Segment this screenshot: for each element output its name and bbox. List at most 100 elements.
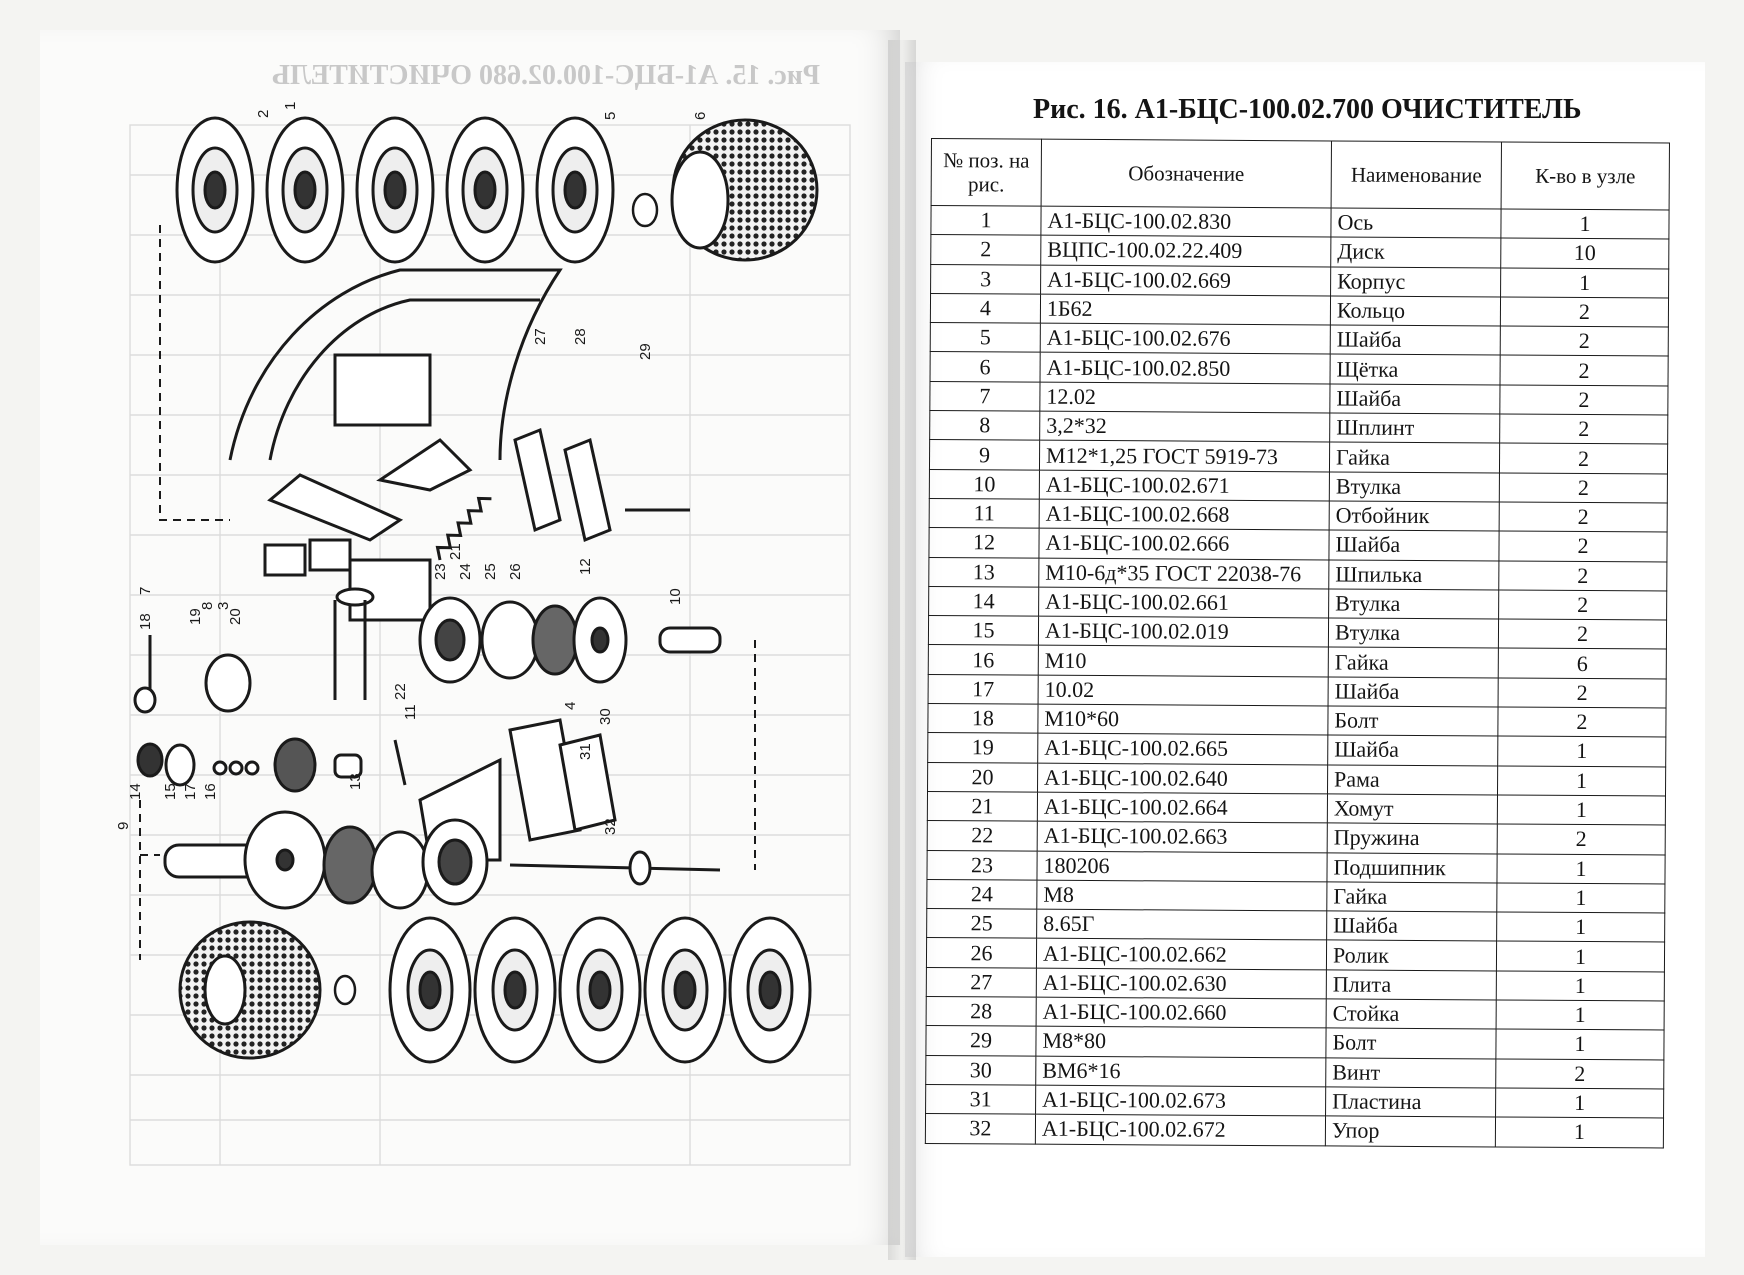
callout-label: 9 bbox=[115, 822, 132, 830]
name-cell: Подшипник bbox=[1326, 852, 1498, 883]
quantity-cell: 1 bbox=[1496, 853, 1666, 884]
callout-label: 25 bbox=[482, 563, 499, 580]
name-cell: Шайба bbox=[1329, 383, 1501, 415]
quantity-cell: 1 bbox=[1496, 970, 1665, 1002]
position-cell: 3 bbox=[930, 264, 1041, 295]
name-cell: Болт bbox=[1325, 1028, 1497, 1059]
designation-cell: М10-6д*35 ГОСТ 22038-76 bbox=[1038, 557, 1329, 589]
quantity-cell: 2 bbox=[1499, 472, 1668, 503]
position-cell: 8 bbox=[929, 410, 1040, 441]
quantity-cell: 2 bbox=[1498, 619, 1667, 650]
header-position: № поз. на рис. bbox=[931, 138, 1042, 207]
position-cell: 5 bbox=[930, 322, 1041, 353]
callout-label: 19 bbox=[187, 608, 204, 625]
callout-label: 30 bbox=[597, 708, 614, 725]
callout-label: 1 bbox=[282, 102, 299, 110]
quantity-cell: 1 bbox=[1497, 736, 1666, 767]
callout-label: 6 bbox=[692, 112, 709, 120]
designation-cell: А1-БЦС-100.02.669 bbox=[1040, 264, 1331, 296]
name-cell: Упор bbox=[1325, 1116, 1496, 1147]
name-cell: Болт bbox=[1327, 705, 1499, 737]
name-cell: Втулка bbox=[1328, 588, 1499, 620]
frame bbox=[204, 538, 432, 713]
quantity-cell: 2 bbox=[1498, 531, 1668, 562]
callout-label: 11 bbox=[402, 704, 419, 720]
callout-label: 2 bbox=[255, 110, 272, 118]
position-cell: 7 bbox=[929, 381, 1041, 412]
name-cell: Гайка bbox=[1329, 442, 1500, 473]
designation-cell: 3,2*32 bbox=[1039, 411, 1330, 443]
designation-cell: А1-БЦС-100.02.668 bbox=[1039, 499, 1330, 531]
quantity-cell: 1 bbox=[1500, 208, 1670, 240]
quantity-cell: 2 bbox=[1500, 296, 1669, 328]
callout-label: 32 bbox=[602, 818, 619, 835]
callout-label: 23 bbox=[432, 563, 449, 580]
designation-cell: А1-БЦС-100.02.661 bbox=[1038, 587, 1329, 619]
designation-cell: А1-БЦС-100.02.640 bbox=[1037, 762, 1328, 794]
designation-cell: А1-БЦС-100.02.666 bbox=[1038, 528, 1330, 560]
position-cell: 26 bbox=[926, 937, 1037, 968]
quantity-cell: 1 bbox=[1497, 794, 1666, 826]
name-cell: Диск bbox=[1330, 237, 1501, 268]
callout-label: 24 bbox=[457, 563, 474, 580]
name-cell: Втулка bbox=[1329, 471, 1500, 502]
callout-label: 15 bbox=[162, 783, 179, 800]
top-brush-hub bbox=[670, 150, 730, 250]
position-cell: 4 bbox=[930, 293, 1041, 324]
callout-label: 12 bbox=[577, 558, 594, 575]
callout-label: 4 bbox=[562, 702, 579, 710]
quantity-cell: 10 bbox=[1500, 238, 1669, 269]
callout-label: 13 bbox=[347, 773, 364, 790]
name-cell: Шайба bbox=[1328, 530, 1500, 561]
quantity-cell: 2 bbox=[1499, 443, 1668, 474]
designation-cell: М10 bbox=[1038, 645, 1329, 677]
parts-table: № поз. на рис. Обозначение Наименование … bbox=[925, 138, 1670, 1148]
designation-cell: А1-БЦС-100.02.850 bbox=[1040, 352, 1331, 384]
page-title: Рис. 16. А1-БЦС-100.02.700 ОЧИСТИТЕЛЬ bbox=[1033, 94, 1582, 125]
position-cell: 28 bbox=[926, 996, 1037, 1027]
name-cell: Кольцо bbox=[1330, 295, 1501, 327]
name-cell: Ролик bbox=[1326, 940, 1497, 971]
callout-label: 20 bbox=[227, 608, 244, 625]
quantity-cell: 6 bbox=[1498, 648, 1667, 679]
designation-cell: А1-БЦС-100.02.660 bbox=[1036, 997, 1327, 1029]
quantity-cell: 2 bbox=[1500, 326, 1669, 357]
designation-cell: 1Б62 bbox=[1040, 294, 1331, 326]
designation-cell: А1-БЦС-100.02.671 bbox=[1039, 469, 1330, 501]
position-cell: 1 bbox=[930, 205, 1042, 236]
name-cell: Пластина bbox=[1325, 1086, 1496, 1118]
callout-label: 8 bbox=[199, 602, 216, 610]
header-designation: Обозначение bbox=[1041, 139, 1332, 208]
callout-label: 28 bbox=[572, 328, 589, 345]
name-cell: Корпус bbox=[1330, 266, 1501, 297]
callout-label: 18 bbox=[137, 613, 154, 630]
quantity-cell: 1 bbox=[1495, 1029, 1665, 1060]
position-cell: 16 bbox=[928, 644, 1039, 675]
name-cell: Плита bbox=[1326, 969, 1497, 1000]
plates-and-stands bbox=[513, 427, 690, 543]
quantity-cell: 2 bbox=[1499, 384, 1669, 416]
designation-cell: А1-БЦС-100.02.663 bbox=[1037, 821, 1328, 853]
position-cell: 17 bbox=[928, 674, 1039, 705]
callout-label: 27 bbox=[532, 328, 549, 345]
quantity-cell: 1 bbox=[1495, 1117, 1664, 1148]
bottom-washer bbox=[333, 974, 357, 1006]
designation-cell: А1-БЦС-100.02.665 bbox=[1037, 733, 1328, 765]
